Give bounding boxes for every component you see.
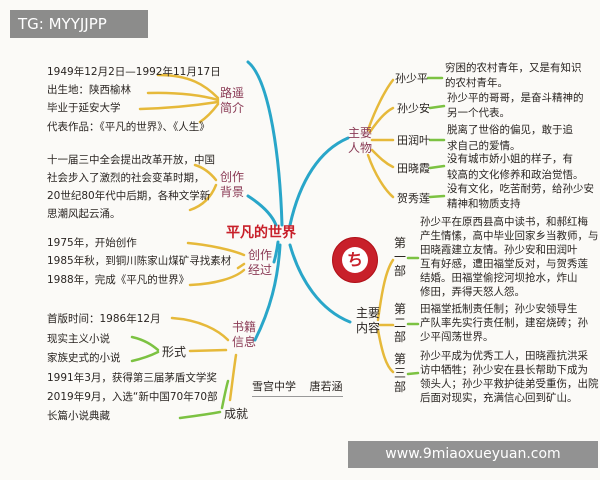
author-line: 出生地：陕西榆林	[47, 84, 131, 96]
sub-branch	[366, 153, 395, 199]
character-desc: 较高的文化修养和政治觉悟。	[447, 169, 584, 181]
character-desc: 的农村青年。	[445, 77, 508, 89]
background-line: 社会步入了激烈的社会变革时期，	[47, 172, 205, 184]
process-line: 1988年，完成《平凡的世界》	[47, 274, 190, 286]
author-line: 代表作品：《平凡的世界》、《人生》	[47, 121, 210, 133]
form-line: 现实主义小说	[47, 333, 110, 345]
sub-branch	[370, 148, 395, 169]
achievement-line: 2019年9月，入选“新中国70年70部	[47, 391, 218, 403]
branch-process	[272, 240, 280, 264]
character-desc: 没有城市娇小姐的样子，有	[447, 153, 573, 165]
part-label: 第三部	[394, 352, 407, 394]
label-characters: 主要人物	[347, 126, 372, 155]
sub-branch	[376, 258, 395, 322]
sub-branch	[138, 100, 220, 111]
leaf-branch	[428, 104, 446, 110]
sub-branch	[146, 91, 220, 102]
sub-branch	[188, 183, 218, 212]
character-desc: 没有文化，吃苦耐劳，给孙少安	[447, 183, 594, 195]
part-line: 产生情愫，高中毕业回家乡当教师，与	[420, 230, 599, 242]
part-line: 孙少平成为优秀工人，田晓霞抗洪采	[420, 350, 588, 362]
sub-branch	[188, 268, 246, 287]
label-content: 主要内容	[355, 306, 380, 335]
character-name: 田润叶	[397, 134, 430, 147]
label-book-info: 书籍信息	[231, 320, 256, 349]
leaf-branch	[428, 164, 446, 170]
label-background: 创作背景	[219, 170, 244, 199]
branch-content	[288, 243, 352, 324]
part-line: 田晓霞建立友情。孙少安和田润叶	[420, 244, 578, 256]
leaf-branch	[130, 350, 160, 363]
first-edition: 首版时间：1986年12月	[47, 313, 161, 325]
background-line: 十一届三中全会提出改革开放，中国	[47, 154, 215, 166]
process-line: 1975年，开始创作	[47, 237, 137, 249]
sub-branch	[228, 353, 238, 402]
author-line: 1949年12月2日—1992年11月17日	[47, 66, 221, 78]
branch-background	[246, 194, 278, 227]
achievement-line: 1991年3月，获得第三届茅盾文学奖	[47, 372, 217, 384]
form-line: 家族史式的小说	[47, 352, 121, 364]
part-line: 修田，弄得天怒人怨。	[420, 286, 525, 298]
background-line: 思潮风起云涌。	[47, 208, 121, 220]
watermark: www.9miaoxueyuan.com	[348, 441, 598, 468]
part-line: 领头人；孙少平救护徒弟受重伤，出院	[420, 378, 599, 390]
character-name: 田晓霞	[397, 162, 430, 175]
author-line: 毕业于延安大学	[47, 102, 121, 114]
label-author: 路遥简介	[219, 86, 244, 115]
part-line: 结婚。田福堂偷挖河坝抢水，炸山	[420, 272, 578, 284]
school-logo: ち	[332, 237, 378, 283]
character-desc: 穷困的农村青年，又是有知识	[445, 62, 582, 74]
part-line: 互有好感，遭田福堂反对，与贺秀莲	[420, 258, 588, 270]
achievement-line: 长篇小说典藏	[47, 410, 110, 422]
leaf-branch	[220, 379, 230, 410]
label-achievement: 成就	[224, 407, 249, 421]
sub-branch	[188, 348, 228, 353]
sub-branch	[186, 241, 246, 257]
character-name: 孙少平	[395, 72, 428, 85]
sub-branch	[193, 163, 218, 182]
background-line: 20世纪80年代中后期，各种文学新	[47, 190, 211, 202]
part-label: 第二部	[394, 302, 407, 344]
label-process: 创作经过	[247, 248, 272, 277]
character-name: 孙少安	[397, 102, 430, 115]
sub-branch	[366, 78, 395, 132]
leaf-branch	[178, 410, 222, 420]
leaf-branch	[130, 335, 160, 352]
sub-branch	[236, 262, 246, 270]
sub-branch	[170, 316, 230, 342]
leaf-branch	[406, 371, 420, 376]
center-title: 平凡的世界	[226, 225, 296, 241]
character-desc: 另一个代表。	[447, 107, 510, 119]
leaf-branch	[428, 194, 446, 199]
part-label: 第一部	[394, 236, 407, 278]
character-name: 贺秀莲	[397, 192, 430, 205]
sub-branch	[156, 73, 220, 100]
sub-branch	[368, 106, 395, 134]
label-form: 形式	[162, 345, 187, 359]
character-desc: 脱离了世俗的偏见，敢于追	[447, 124, 573, 136]
overlay-tag: TG: MYYJJPP	[10, 10, 148, 38]
part-line: 田福堂抵制责任制；孙少安领导生	[420, 303, 578, 315]
sub-branch	[376, 328, 395, 374]
process-line: 1985年秋，到铜川陈家山煤矿寻找素材	[47, 255, 232, 267]
branch-book-info	[253, 243, 282, 342]
part-line: 产队率先实行责任制，建窑烧砖；孙	[420, 317, 588, 329]
logo-emblem-icon: ち	[342, 247, 368, 273]
part-line: 访中牺牲；孙少安在县长帮助下成为	[420, 364, 588, 376]
character-desc: 孙少平的哥哥，是奋斗精神的	[447, 92, 584, 104]
character-desc: 求自己的爱情。	[447, 140, 521, 152]
branch-characters	[288, 136, 350, 227]
character-desc: 精神和物质支持	[447, 198, 521, 210]
signature: 雪宫中学 唐若涵	[252, 378, 343, 397]
sub-branch	[198, 102, 220, 124]
part-line: 孙少平在原西县高中读书，和郝红梅	[420, 216, 588, 228]
branch-author	[246, 60, 284, 227]
part-line: 少平闯荡世界。	[420, 331, 494, 343]
part-line: 后面对现实，充满信心回到矿山。	[420, 392, 578, 404]
